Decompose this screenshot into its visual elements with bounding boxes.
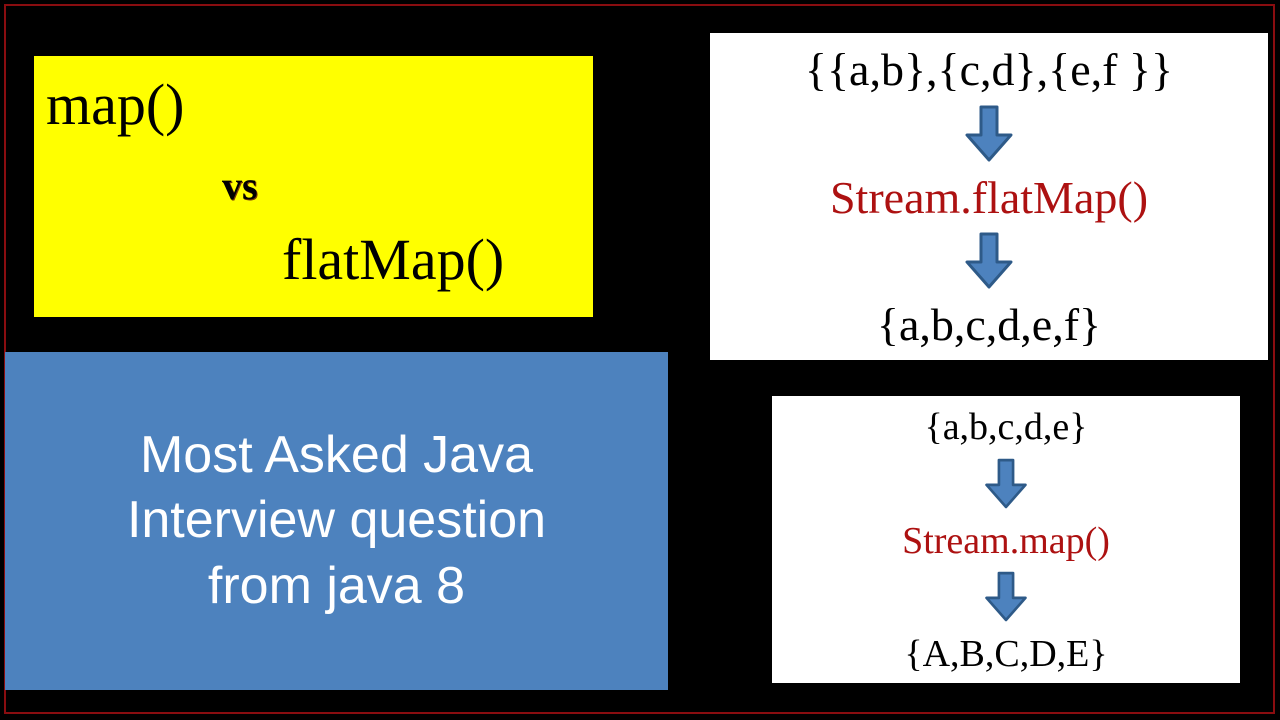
map-operation-row: Stream.map() [902,522,1110,560]
map-arrow-top-row [983,458,1029,510]
map-diagram-panel: {a,b,c,d,e} Stream.map() {A,B,C,D,E} [772,396,1240,683]
flatmap-output-row: {a,b,c,d,e,f} [877,302,1101,348]
down-arrow-icon [965,105,1013,162]
down-arrow-icon [985,458,1027,509]
title-flatmap-label: flatMap() [282,227,505,292]
flatmap-input-text: {{a,b},{c,d},{e,f }} [804,44,1174,95]
promo-card: Most Asked Java Interview question from … [5,352,668,690]
flatmap-output-text: {a,b,c,d,e,f} [876,299,1102,350]
map-arrow-bottom-row [983,571,1029,623]
promo-line-2: Interview question [126,491,547,550]
map-input-text: {a,b,c,d,e} [924,406,1088,448]
title-map-label: map() [46,72,185,137]
title-vs-separator: vs [222,163,258,208]
map-input-row: {a,b,c,d,e} [924,408,1087,446]
promo-line-1: Most Asked Java [139,425,534,484]
title-card: map() vs flatMap() [34,56,593,317]
flatmap-arrow-bottom-row [963,232,1015,290]
map-operation-text: Stream.map() [902,519,1110,562]
promo-line-3: from java 8 [207,556,466,615]
flatmap-operation-text: Stream.flatMap() [829,171,1149,223]
flatmap-arrow-top-row [963,105,1015,163]
map-output-row: {A,B,C,D,E} [904,635,1107,673]
map-output-text: {A,B,C,D,E} [904,633,1108,675]
down-arrow-icon [985,572,1027,622]
flatmap-operation-row: Stream.flatMap() [829,171,1149,223]
flatmap-input-row: {{a,b},{c,d},{e,f }} [805,47,1173,93]
down-arrow-icon [965,232,1013,289]
flatmap-diagram-panel: {{a,b},{c,d},{e,f }} Stream.flatMap() {a… [710,33,1268,360]
